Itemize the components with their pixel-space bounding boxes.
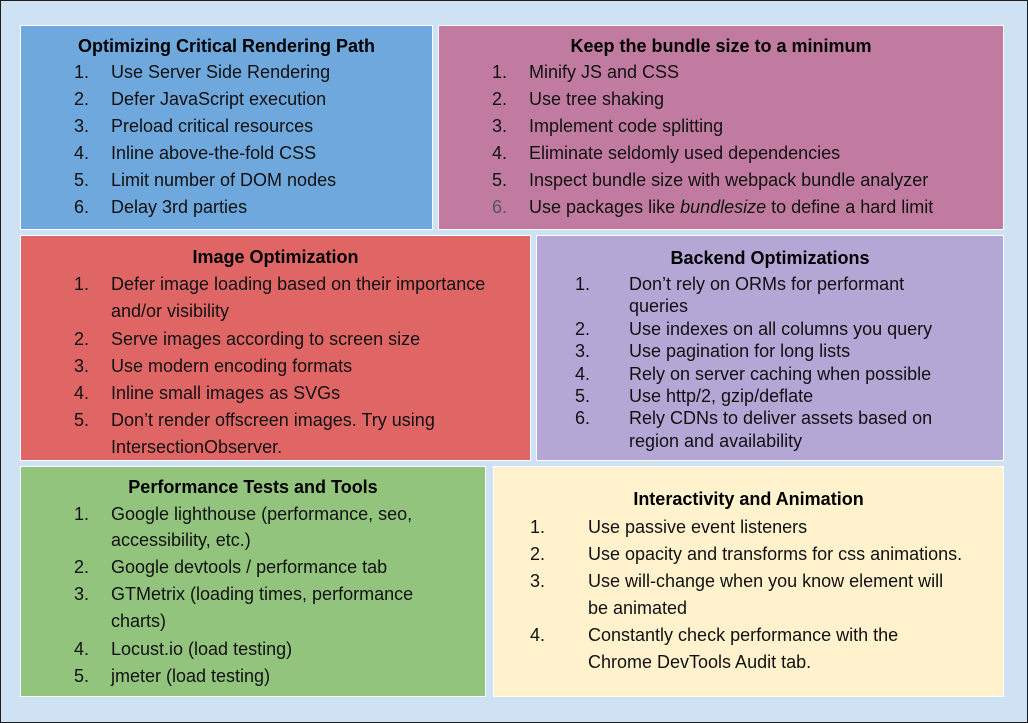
item-text: Inspect bundle size with webpack bundle … xyxy=(529,170,929,190)
item-number: 5. xyxy=(574,386,590,406)
item-text: Use passive event listeners xyxy=(588,517,808,537)
box-title: Backend Optimizations xyxy=(670,248,870,268)
item-text: Use packages like bundlesize to define a… xyxy=(529,197,995,218)
item-number: 6. xyxy=(73,197,89,217)
item-text: Google devtools / performance tab xyxy=(111,557,388,577)
box-title: Keep the bundle size to a minimum xyxy=(570,36,872,56)
box-image-optimization: Image Optimization 1. Defer image loading… xyxy=(20,235,531,461)
item-number: 1. xyxy=(73,274,89,294)
item-number: 4. xyxy=(73,143,89,163)
item-text: Use pagination for long lists xyxy=(629,341,851,361)
item-number: 4. xyxy=(491,143,507,163)
box-critical-rendering-path: Optimizing Critical Rendering Path 1. Use… xyxy=(20,25,433,230)
item-number: 3. xyxy=(73,584,89,604)
item-number: 2. xyxy=(574,319,590,339)
item-text: Use http/2, gzip/deflate xyxy=(629,386,814,406)
item-text-line2: and/or visibility xyxy=(111,301,230,321)
item-number: 1. xyxy=(529,517,545,537)
item-text: Minify JS and CSS xyxy=(529,62,680,82)
item-number: 2. xyxy=(491,89,507,109)
item-text-line1: Google lighthouse (performance, seo, xyxy=(111,504,413,524)
item-number: 5. xyxy=(491,170,507,190)
item-number: 3. xyxy=(73,116,89,136)
item-number: 4. xyxy=(574,364,590,384)
item-text-line2: IntersectionObserver. xyxy=(111,437,283,457)
item-number: 1. xyxy=(574,274,590,294)
item-text: Eliminate seldomly used dependencies xyxy=(529,143,841,163)
item-number: 1. xyxy=(73,504,89,524)
box-performance-tests-tools: Performance Tests and Tools 1. Google lig… xyxy=(20,466,486,697)
box-title: Interactivity and Animation xyxy=(633,489,864,509)
item-number: 4. xyxy=(529,625,545,645)
item-number: 2. xyxy=(73,89,89,109)
item-text: Use opacity and transforms for css anima… xyxy=(588,544,963,564)
item-number: 6. xyxy=(574,408,590,428)
item-number: 5. xyxy=(73,410,89,430)
item-text: Implement code splitting xyxy=(529,116,724,136)
item-text-italic: bundlesize xyxy=(680,197,767,217)
item-text-line1: Constantly check performance with the xyxy=(588,625,899,645)
item-number: 3. xyxy=(73,356,89,376)
item-number: 3. xyxy=(574,341,590,361)
item-number: 3. xyxy=(529,571,545,591)
item-number: 4. xyxy=(73,383,89,403)
item-number: 2. xyxy=(73,329,89,349)
item-text-line1: Defer image loading based on their impor… xyxy=(111,274,486,294)
item-text-line2: accessibility, etc.) xyxy=(111,530,251,550)
item-text-after: to define a hard limit xyxy=(766,197,934,217)
item-text-line2: region and availability xyxy=(629,431,803,451)
item-text: Preload critical resources xyxy=(111,116,314,136)
item-number: 1. xyxy=(491,62,507,82)
item-text-line1: Don’t rely on ORMs for performant xyxy=(629,274,905,294)
item-text-before: Use packages like xyxy=(529,197,681,217)
item-text: Inline above-the-fold CSS xyxy=(111,143,317,163)
box-backend-optimizations: Backend Optimizations 1. Don’t rely on OR… xyxy=(536,235,1004,461)
item-text: Locust.io (load testing) xyxy=(111,639,293,659)
item-text: Use Server Side Rendering xyxy=(111,62,331,82)
box-title: Image Optimization xyxy=(192,247,359,267)
box-title: Performance Tests and Tools xyxy=(128,477,378,497)
item-number: 1. xyxy=(73,62,89,82)
item-number: 2. xyxy=(73,557,89,577)
item-text-line2: Chrome DevTools Audit tab. xyxy=(588,652,812,672)
item-text-line2: queries xyxy=(629,296,689,316)
item-text: Use indexes on all columns you query xyxy=(629,319,933,339)
item-number: 2. xyxy=(529,544,545,564)
item-text: Rely on server caching when possible xyxy=(629,364,932,384)
item-text-line1: Don’t render offscreen images. Try using xyxy=(111,410,435,430)
item-text-line1: GTMetrix (loading times, performance xyxy=(111,584,414,604)
item-number: 6. xyxy=(491,197,507,217)
item-text-line2: be animated xyxy=(588,598,688,618)
item-text: Limit number of DOM nodes xyxy=(111,170,337,190)
box-bundle-size: Keep the bundle size to a minimum 1. Mini… xyxy=(438,25,1004,230)
item-text: Use tree shaking xyxy=(529,89,665,109)
item-text: Delay 3rd parties xyxy=(111,197,248,217)
item-text-line1: Rely CDNs to deliver assets based on xyxy=(629,408,933,428)
item-text: Inline small images as SVGs xyxy=(111,383,341,403)
item-text: Serve images according to screen size xyxy=(111,329,421,349)
box-interactivity-animation: Interactivity and Animation 1. Use passiv… xyxy=(493,466,1004,697)
item-number: 5. xyxy=(73,170,89,190)
item-text-line1: Use will-change when you know element wi… xyxy=(588,571,944,591)
item-number: 5. xyxy=(73,666,89,686)
item-number: 3. xyxy=(491,116,507,136)
item-text-line2: charts) xyxy=(111,611,167,631)
item-text: Use modern encoding formats xyxy=(111,356,353,376)
item-text: jmeter (load testing) xyxy=(111,666,271,686)
item-text: Defer JavaScript execution xyxy=(111,89,327,109)
item-number: 4. xyxy=(73,639,89,659)
box-title: Optimizing Critical Rendering Path xyxy=(77,36,376,56)
